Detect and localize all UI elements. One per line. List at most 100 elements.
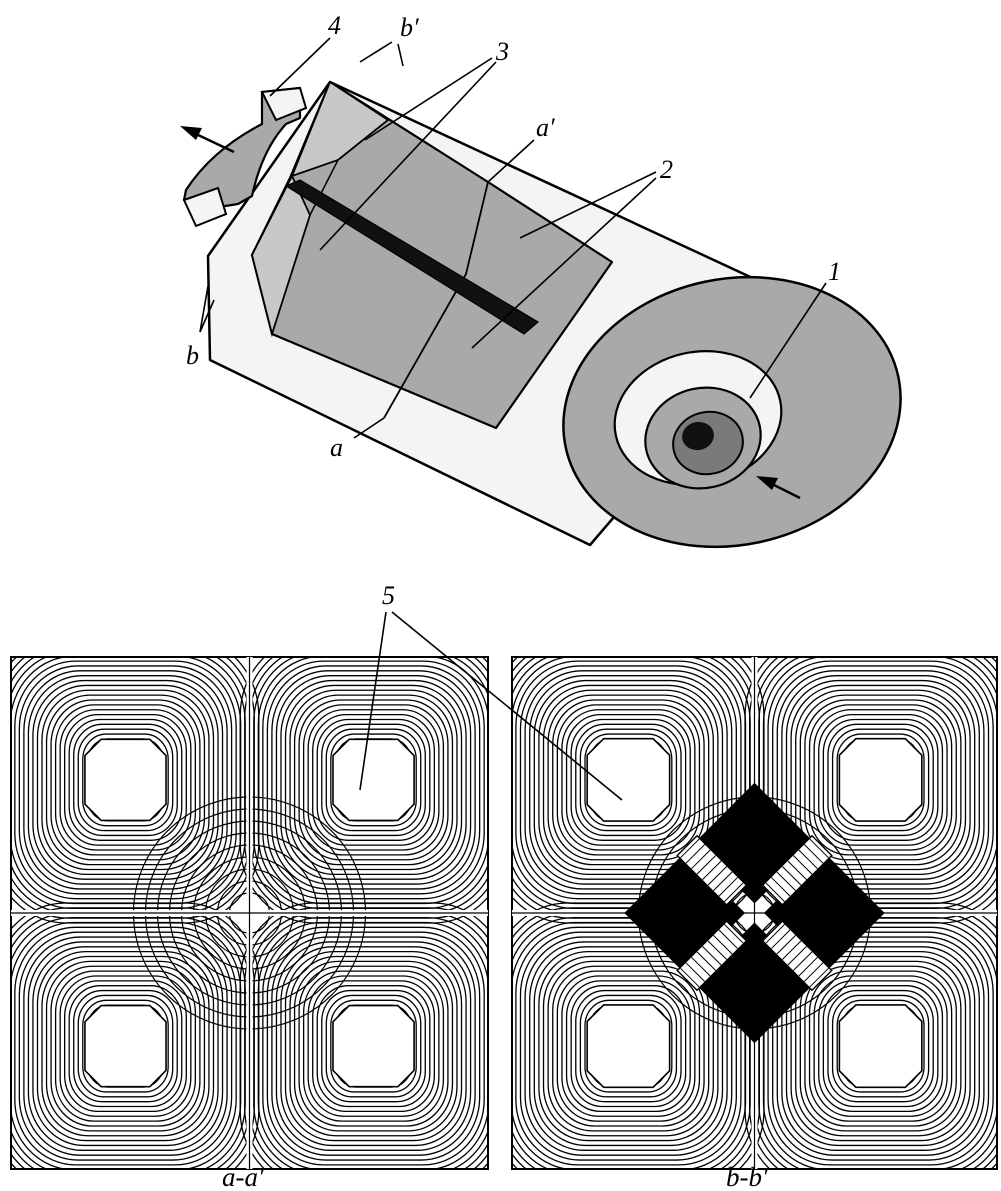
hatch-line: [803, 962, 824, 982]
field-line: [275, 675, 472, 885]
pole-region: [838, 737, 923, 822]
field-line: [253, 916, 488, 1169]
field-line: [82, 733, 169, 827]
hatch-line: [691, 956, 711, 977]
field-line: [538, 951, 719, 1142]
field-line: [565, 980, 691, 1113]
field-line: [556, 704, 701, 856]
field-line: [515, 660, 742, 900]
hatch-line: [765, 882, 785, 902]
cylinder-assembly: 4 b′ 3 a′ 2 1 b a: [180, 11, 902, 549]
field-line: [302, 970, 445, 1122]
field-line: [772, 931, 990, 1161]
field-line: [271, 936, 476, 1156]
field-line: [799, 694, 962, 866]
hatch-line: [776, 935, 796, 955]
field-line: [64, 980, 187, 1113]
label-a-prime: a′: [536, 113, 555, 142]
field-line: [284, 951, 463, 1142]
field-line: [298, 965, 449, 1127]
hatched-segment: [676, 834, 748, 906]
hatch-line: [680, 967, 700, 988]
hatch-line: [696, 855, 717, 875]
field-line: [64, 713, 187, 846]
hatch-line: [809, 967, 829, 988]
field-line: [776, 936, 985, 1156]
field-line: [18, 931, 233, 1161]
field-line: [50, 965, 201, 1127]
hatch-line: [782, 866, 802, 886]
hatch-line: [724, 882, 744, 902]
field-line: [570, 985, 687, 1108]
field-line: [330, 733, 417, 827]
field-line: [804, 699, 957, 861]
field-line: [785, 679, 976, 880]
field-line: [321, 989, 426, 1103]
field-line: [584, 733, 673, 827]
field-line: [293, 960, 454, 1132]
field-lines-a: [11, 657, 488, 1169]
label-1: 1: [828, 257, 841, 286]
field-line: [284, 684, 463, 875]
field-line: [575, 989, 682, 1103]
hatch-line: [771, 929, 791, 949]
field-line: [744, 902, 997, 1169]
field-line: [785, 946, 976, 1147]
field-line: [552, 965, 705, 1127]
field-line: [14, 926, 237, 1166]
exit-port-flange-top: [260, 86, 308, 122]
field-line: [529, 941, 728, 1151]
hatch-line: [776, 871, 796, 891]
hatch-line: [718, 877, 738, 897]
hatch-line: [707, 866, 727, 886]
section-a-line: [383, 181, 489, 419]
field-line: [822, 985, 939, 1108]
field-line: [570, 718, 687, 841]
field-line: [836, 999, 925, 1093]
hatch-line: [765, 924, 785, 944]
hatch-line: [787, 945, 807, 966]
field-line: [827, 989, 934, 1103]
field-line: [515, 926, 742, 1166]
hatch-line: [680, 838, 700, 859]
field-line: [776, 670, 985, 890]
field-line: [524, 670, 733, 890]
label-b-prime: b′: [400, 13, 419, 42]
field-line: [68, 718, 183, 841]
field-line: [271, 670, 476, 890]
field-line: [77, 994, 174, 1098]
label-3: 3: [495, 37, 509, 66]
field-line: [808, 970, 953, 1122]
field-line: [799, 960, 962, 1132]
leader-lines: [199, 37, 827, 439]
field-line: [14, 660, 237, 900]
label-4: 4: [328, 11, 341, 40]
field-line: [27, 941, 224, 1151]
field-line: [519, 931, 737, 1161]
field-line: [822, 718, 939, 841]
hatch-line: [809, 838, 829, 859]
field-line: [18, 665, 233, 895]
field-line: [561, 709, 696, 851]
field-line: [23, 936, 228, 1156]
field-line: [547, 694, 710, 866]
field-line: [831, 994, 930, 1098]
field-line: [27, 675, 224, 885]
field-line: [758, 916, 997, 1169]
entrance-hole-shadow: [682, 421, 714, 451]
hatch-line: [718, 929, 738, 949]
field-line: [542, 689, 714, 871]
hatch-line: [696, 951, 717, 971]
hatched-segment: [761, 920, 833, 992]
hatch-line: [803, 844, 824, 864]
field-line: [45, 694, 206, 866]
field-line: [533, 946, 724, 1147]
field-lines-b: [512, 657, 997, 1169]
field-line: [244, 907, 488, 1169]
hatched-segment: [761, 834, 833, 906]
field-line: [533, 679, 724, 880]
field-line: [32, 946, 219, 1147]
field-line: [795, 689, 967, 871]
field-line: [556, 970, 701, 1122]
field-line: [790, 684, 971, 875]
